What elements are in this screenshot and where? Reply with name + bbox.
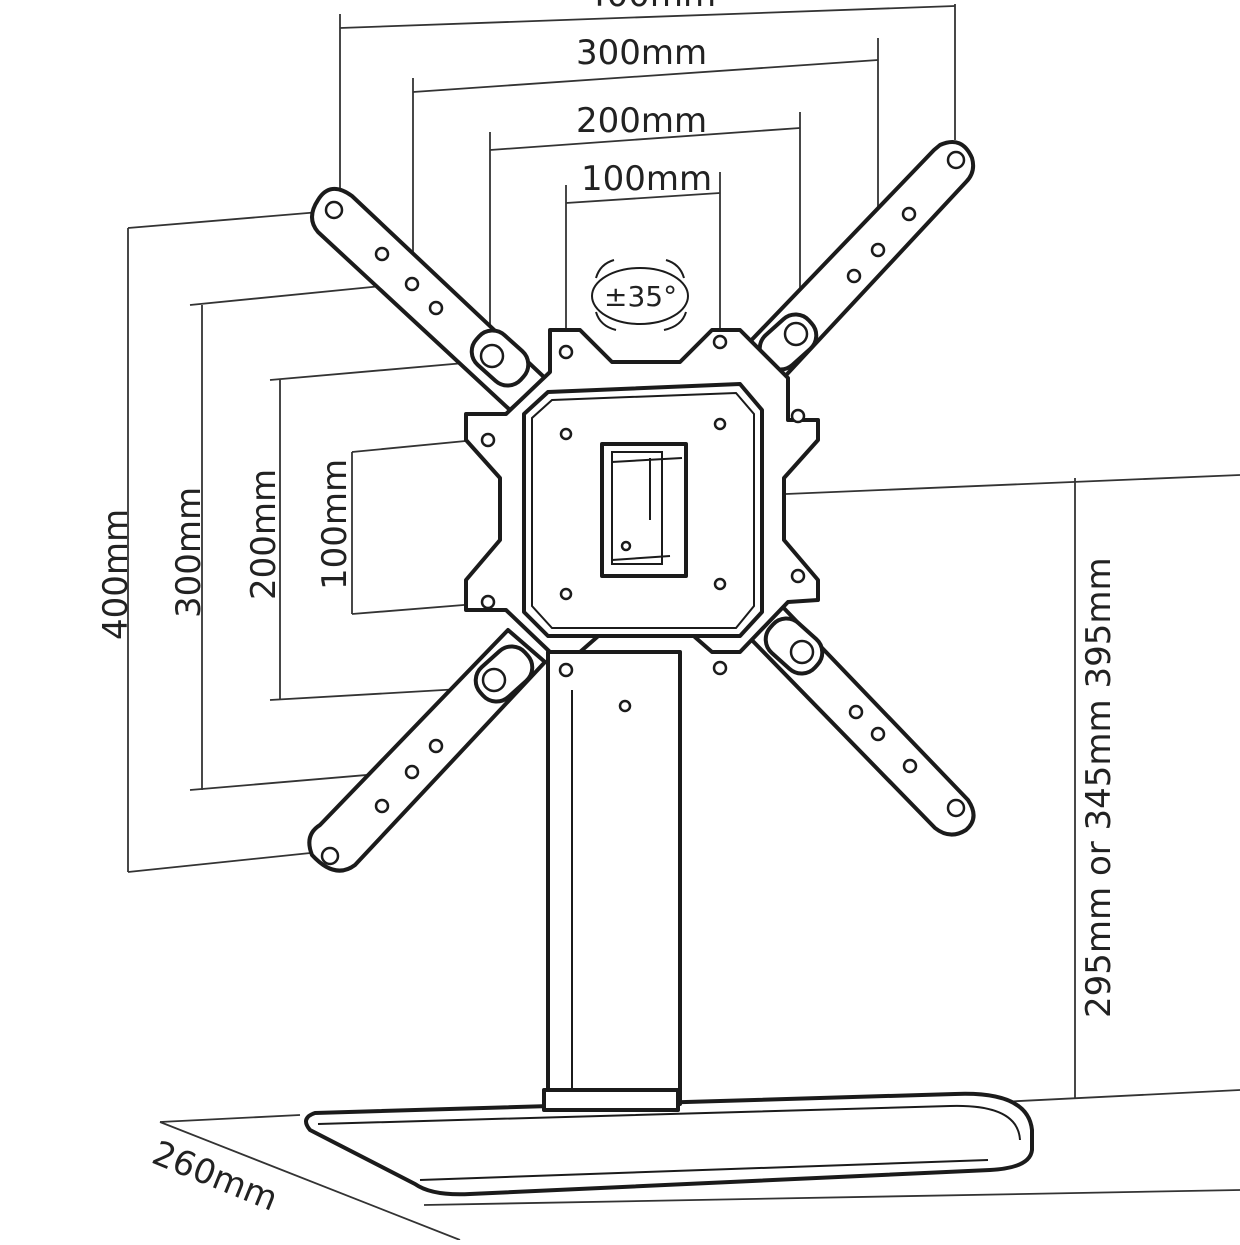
stand-column: [542, 650, 682, 1112]
rotation-label: ±35°: [604, 280, 677, 313]
dim-label-200-horizontal: 200mm: [576, 101, 707, 141]
rotation-indicator: [591, 259, 689, 331]
dim-label-300-vertical: 300mm: [169, 487, 209, 618]
dim-label-400-top: 400mm: [585, 0, 716, 15]
dim-label-400-vertical: 400mm: [96, 509, 136, 640]
dim-label-height-range: 295mm or 345mm 395mm: [1079, 557, 1119, 1018]
horizontal-dimension-lines: [339, 4, 956, 335]
arm-slot-knobs: [469, 312, 825, 704]
height-dimension-lines: [785, 474, 1240, 1104]
dim-label-100-horizontal: 100mm: [581, 159, 712, 199]
dim-label-base-depth: 260mm: [147, 1133, 284, 1219]
plate-holes: [480, 334, 806, 678]
dim-label-200-vertical: 200mm: [244, 469, 284, 600]
stand-base: [304, 1091, 1034, 1197]
dim-label-300-horizontal: 300mm: [576, 33, 707, 73]
vertical-dimension-lines: [127, 211, 479, 873]
arm-holes: [320, 150, 966, 866]
base-depth-dimension-lines: [159, 1114, 1240, 1241]
dim-label-100-vertical: 100mm: [315, 459, 355, 590]
center-hook-bracket: [600, 442, 688, 578]
